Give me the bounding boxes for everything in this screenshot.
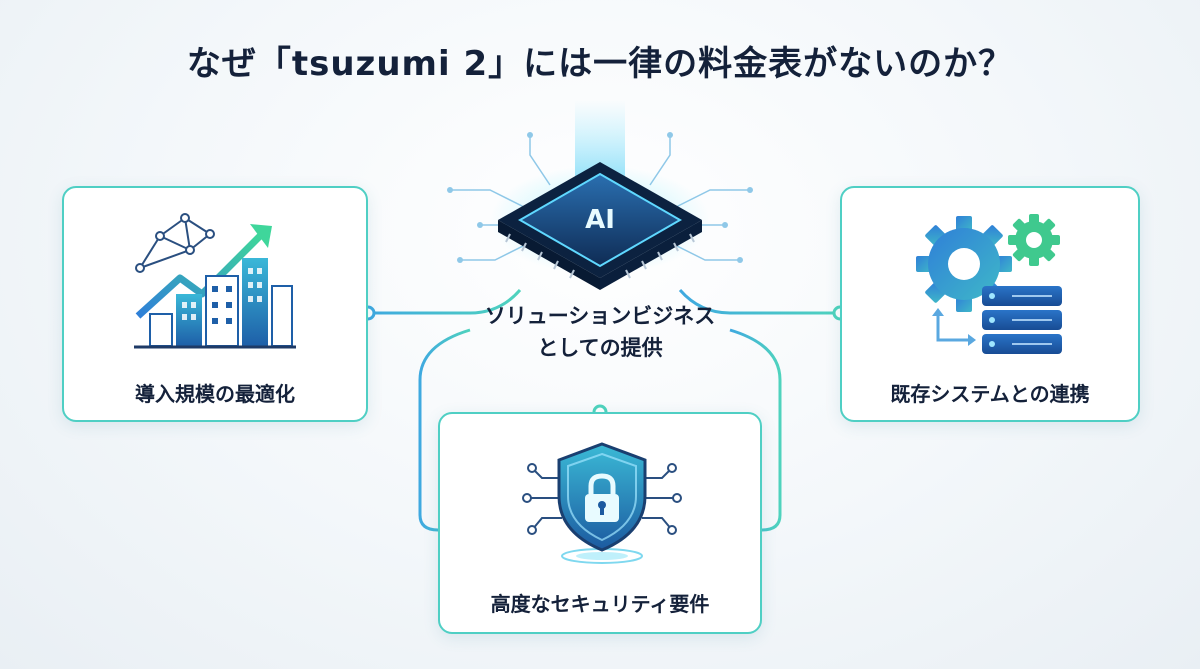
connector-left <box>368 289 522 315</box>
gears-server-icon <box>916 214 1062 354</box>
connector-right-loop <box>729 328 782 532</box>
growth-city-icon <box>134 213 296 349</box>
card-scale-optimization-label: 導入規模の最適化 <box>135 382 295 406</box>
card-scale-optimization: 導入規模の最適化 <box>62 186 368 422</box>
center-label: ソリューションビジネス としての提供 <box>430 300 770 364</box>
card-system-integration: 既存システムとの連携 <box>840 186 1140 422</box>
security-shield-icon <box>522 442 682 564</box>
connector-left-loop <box>418 328 471 532</box>
card-security-requirements-label: 高度なセキュリティ要件 <box>490 592 710 616</box>
card-system-integration-label: 既存システムとの連携 <box>890 382 1090 406</box>
ai-chip-text: AI <box>585 205 615 235</box>
ai-chip-icon: AI <box>447 100 753 290</box>
card-security-requirements: 高度なセキュリティ要件 <box>438 412 762 634</box>
center-label-line1: ソリューションビジネス <box>484 304 716 328</box>
center-label-line2: としての提供 <box>537 336 663 360</box>
connector-right <box>678 289 840 315</box>
page-title: なぜ「tsuzumi 2」には一律の料金表がないのか？ <box>186 44 1014 84</box>
ai-chip: AI <box>440 100 760 304</box>
